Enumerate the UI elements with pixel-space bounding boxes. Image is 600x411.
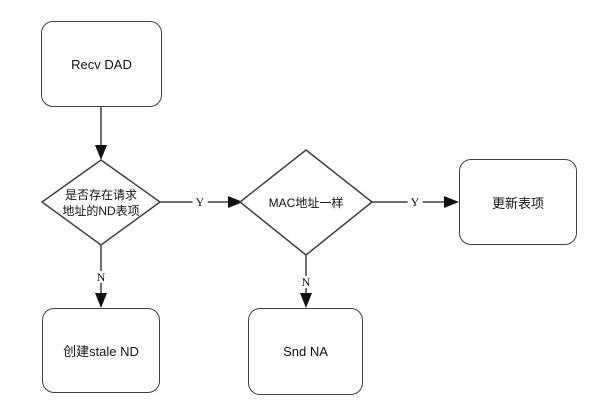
node-nd-exists-label: 是否存在请求 地址的ND表项 bbox=[62, 187, 139, 219]
edge-label-nd-exists-no: N bbox=[93, 271, 109, 283]
node-recv-dad-label: Recv DAD bbox=[71, 56, 132, 72]
edge-label-mac-same-no: N bbox=[298, 276, 314, 288]
node-create-stale-nd-label: 创建stale ND bbox=[63, 344, 139, 359]
arrowhead-down-icon bbox=[95, 145, 107, 160]
arrowhead-down-icon bbox=[300, 293, 312, 308]
node-nd-exists-label-line2: 地址的ND表项 bbox=[62, 204, 140, 218]
node-create-stale-nd: 创建stale ND bbox=[42, 308, 160, 393]
node-nd-exists-label-line1: 是否存在请求 bbox=[64, 188, 137, 202]
edge-label-nd-exists-yes: Y bbox=[192, 196, 208, 208]
node-mac-same-label: MAC地址一样 bbox=[268, 196, 344, 210]
arrowhead-right-icon bbox=[228, 196, 243, 208]
node-update-entry-label: 更新表项 bbox=[491, 195, 544, 211]
node-update-entry: 更新表项 bbox=[459, 159, 577, 245]
edge-label-mac-same-yes: Y bbox=[407, 196, 423, 208]
arrowhead-down-icon bbox=[95, 293, 107, 308]
arrowhead-right-icon bbox=[444, 196, 459, 208]
node-snd-na-label: Snd NA bbox=[283, 344, 328, 359]
node-recv-dad: Recv DAD bbox=[41, 21, 162, 107]
node-snd-na: Snd NA bbox=[248, 308, 363, 395]
